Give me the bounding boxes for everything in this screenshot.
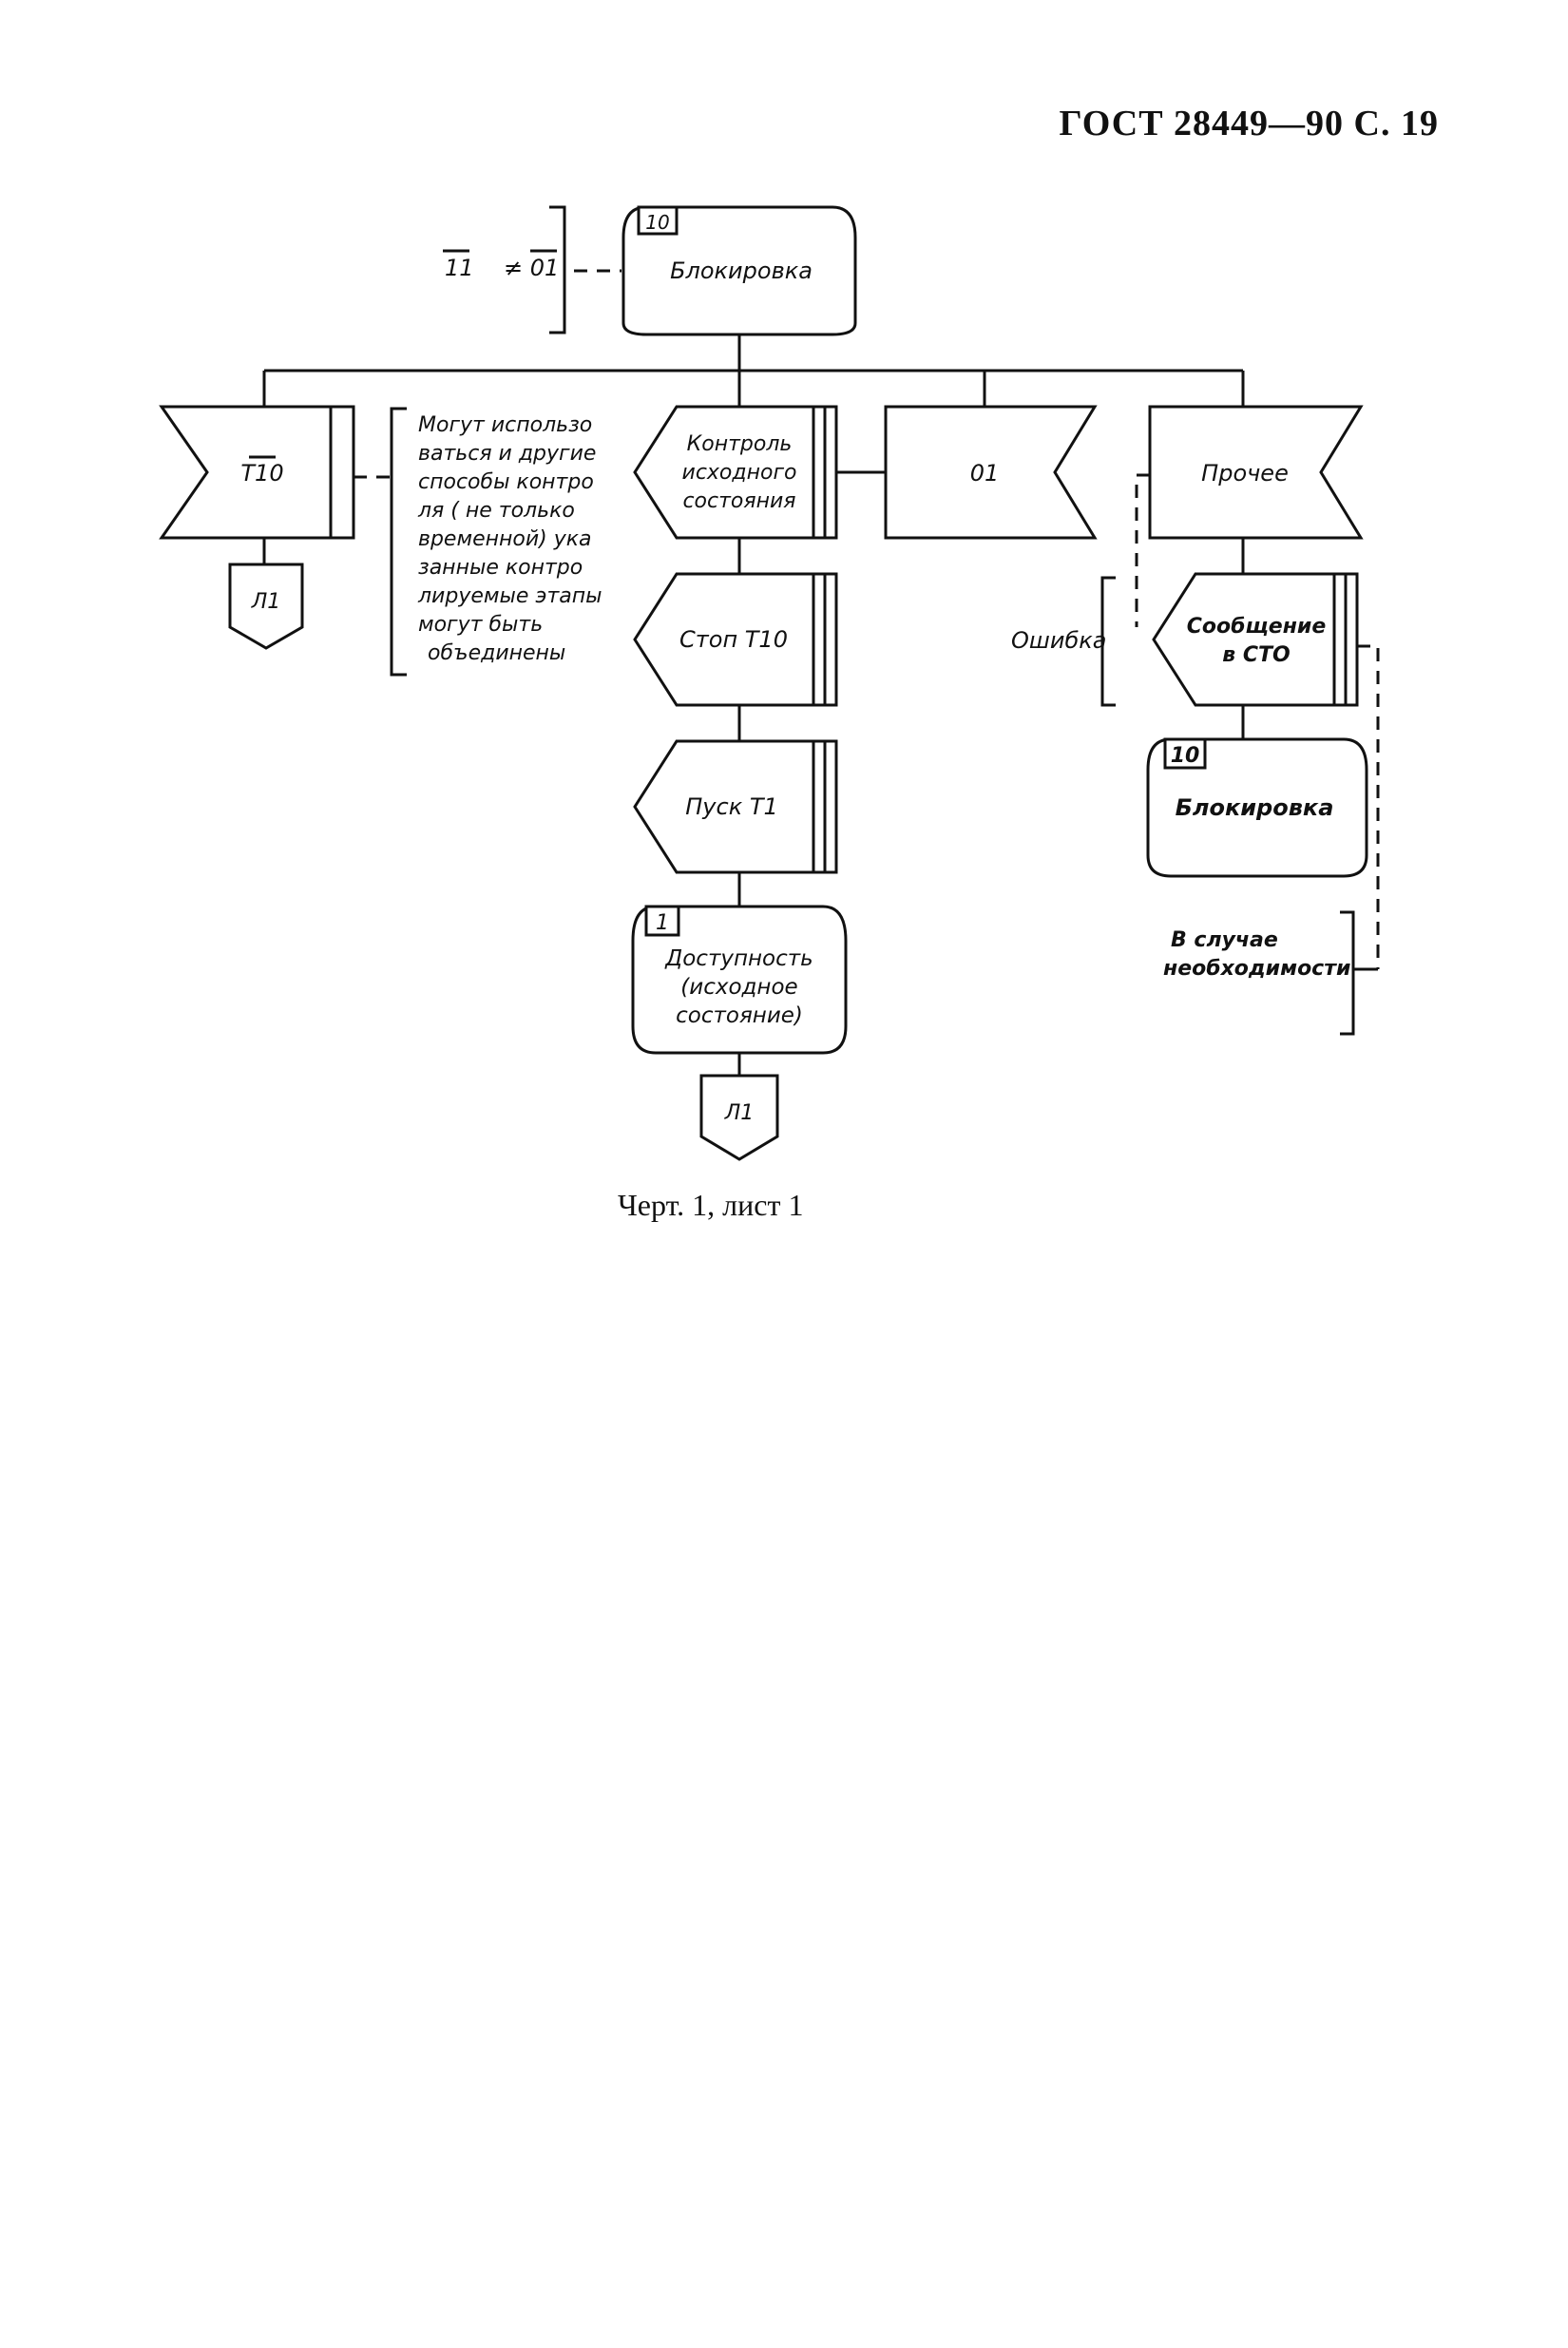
note-line-7: могут быть [418, 613, 543, 637]
note-line-2: способы контро [418, 470, 594, 494]
figure-caption: Черт. 1, лист 1 [618, 1188, 804, 1222]
sdl-flow-diagram: 10 Блокировка 11 ≠ 01 T10 [159, 205, 1380, 1161]
svg-text:1: 1 [656, 911, 669, 935]
state-number-box [637, 205, 679, 236]
svg-text:Прочее: Прочее [1201, 460, 1289, 487]
receive-label: T10 [240, 460, 283, 487]
state-number: 10 [645, 211, 669, 234]
svg-text:Сообщение: Сообщение [1187, 615, 1327, 639]
svg-text:Л1: Л1 [251, 590, 281, 614]
receive-01: 01 [884, 405, 1098, 540]
error-annotation: Ошибка [1011, 576, 1116, 707]
receive-t10: T10 [159, 405, 355, 540]
if-needed-bracket [1340, 910, 1355, 1036]
state-blocked-right: 10 Блокировка [1146, 737, 1368, 878]
svg-text:состояние): состояние) [676, 1003, 803, 1028]
note-bracket [390, 407, 407, 677]
note-line-3: ля ( не только [417, 499, 575, 523]
connector-l1-bottom: Л1 [699, 1074, 779, 1161]
condition-left: 11 [445, 255, 474, 281]
svg-text:01: 01 [970, 460, 1000, 487]
note-line-4: временной) ука [418, 527, 592, 551]
svg-text:Стоп Т10: Стоп Т10 [679, 626, 788, 653]
state-blocked-top: 10 Блокировка [621, 205, 857, 336]
svg-text:Л1: Л1 [724, 1101, 755, 1125]
svg-text:10: 10 [1171, 744, 1200, 768]
message-dash-link [1357, 644, 1380, 969]
note-line-5: занные контро [418, 556, 583, 580]
if-needed-annotation: В случае необходимости [1163, 910, 1378, 1036]
svg-text:Ошибка: Ошибка [1011, 627, 1106, 654]
svg-text:Контроль: Контроль [687, 432, 793, 456]
annotation-bracket [549, 205, 566, 334]
error-dash-link [1135, 473, 1150, 627]
condition-annotation: 11 ≠ 01 [443, 205, 621, 334]
svg-text:Блокировка: Блокировка [1176, 794, 1334, 821]
task-start-t1: Пуск Т1 [633, 739, 838, 874]
note-line-8: объединены [428, 641, 565, 665]
svg-text:(исходное: (исходное [680, 975, 797, 1000]
receive-other: Прочее [1148, 405, 1364, 540]
note-line-6: лируемые этапы [417, 584, 602, 608]
task-stop-t10: Стоп Т10 [633, 572, 838, 707]
svg-text:в СТО: в СТО [1222, 643, 1290, 667]
svg-text:В случае: В случае [1171, 928, 1278, 952]
condition-right: ≠ 01 [504, 255, 559, 281]
note-line-0: Могут использо [418, 413, 592, 437]
note-line-1: ваться и другие [418, 442, 596, 466]
task-message-sto: Сообщение в СТО [1152, 572, 1359, 707]
svg-text:состояния: состояния [682, 489, 795, 513]
connector-l1-left: Л1 [228, 563, 304, 650]
svg-text:Пуск Т1: Пуск Т1 [685, 793, 778, 820]
comment-note: Могут использо ваться и другие способы к… [390, 407, 602, 677]
state-label: Блокировка [670, 258, 813, 284]
error-bracket [1100, 576, 1116, 707]
svg-text:исходного: исходного [682, 461, 797, 485]
svg-text:необходимости: необходимости [1163, 957, 1350, 981]
state-available: 1 Доступность (исходное состояние) [631, 905, 848, 1055]
svg-text:Доступность: Доступность [664, 946, 813, 971]
page-header: ГОСТ 28449—90 С. 19 [1059, 104, 1439, 143]
task-control: Контроль исходного состояния [633, 405, 838, 540]
